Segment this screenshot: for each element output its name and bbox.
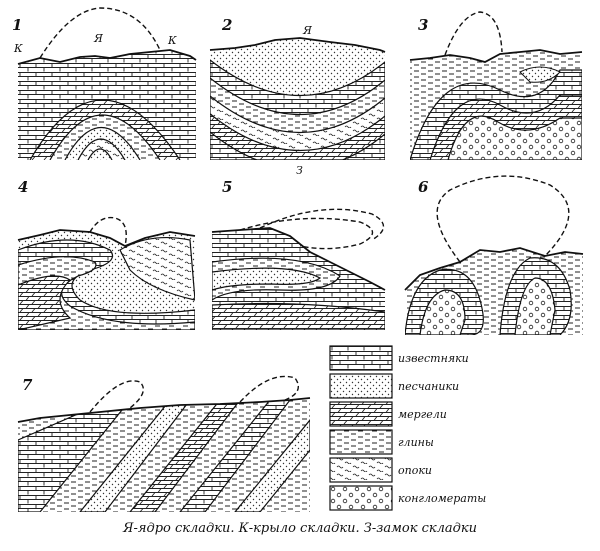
legend-item: опоки	[329, 457, 432, 483]
panel-number: 6	[418, 178, 429, 196]
legend-label: глины	[398, 436, 434, 449]
legend-item: песчаники	[329, 373, 459, 399]
wing-label: К	[13, 42, 23, 55]
panel-number: 3	[418, 16, 428, 34]
hinge-label: З	[296, 164, 303, 177]
legend-item: глины	[329, 429, 434, 455]
core-label: Я	[302, 24, 313, 37]
panel-number: 1	[12, 16, 22, 34]
panel-5-recumbent-fold: 5	[211, 178, 386, 330]
legend-label: опоки	[398, 464, 432, 477]
legend-label: конгломераты	[398, 492, 486, 505]
figure-caption: Я-ядро складки. К-крыло складки. З-замок…	[122, 521, 477, 536]
panel-number: 2	[221, 16, 232, 34]
panel-3-inclined-fold: 3	[409, 11, 583, 160]
panel-number: 4	[18, 178, 28, 196]
legend: известняки песчаники мергели глины опоки…	[329, 345, 486, 511]
legend-item: известняки	[329, 345, 469, 371]
legend-label: мергели	[398, 408, 447, 421]
legend-label: песчаники	[398, 380, 459, 393]
panel-1-anticline: 1 К Я К	[12, 7, 197, 160]
panel-number: 5	[222, 178, 232, 196]
legend-item: мергели	[329, 401, 447, 427]
panel-6-fan-fold: 6	[404, 175, 584, 335]
legend-label: известняки	[398, 352, 469, 365]
panel-2-syncline: 2 Я З	[209, 16, 386, 177]
core-label: Я	[93, 32, 104, 45]
wing-label: К	[167, 34, 177, 47]
legend-item: конгломераты	[329, 485, 486, 511]
panel-7-isoclinal-folds: 7	[17, 375, 311, 512]
panel-number: 7	[22, 376, 33, 394]
panel-4-overturned-fold: 4	[17, 178, 196, 330]
